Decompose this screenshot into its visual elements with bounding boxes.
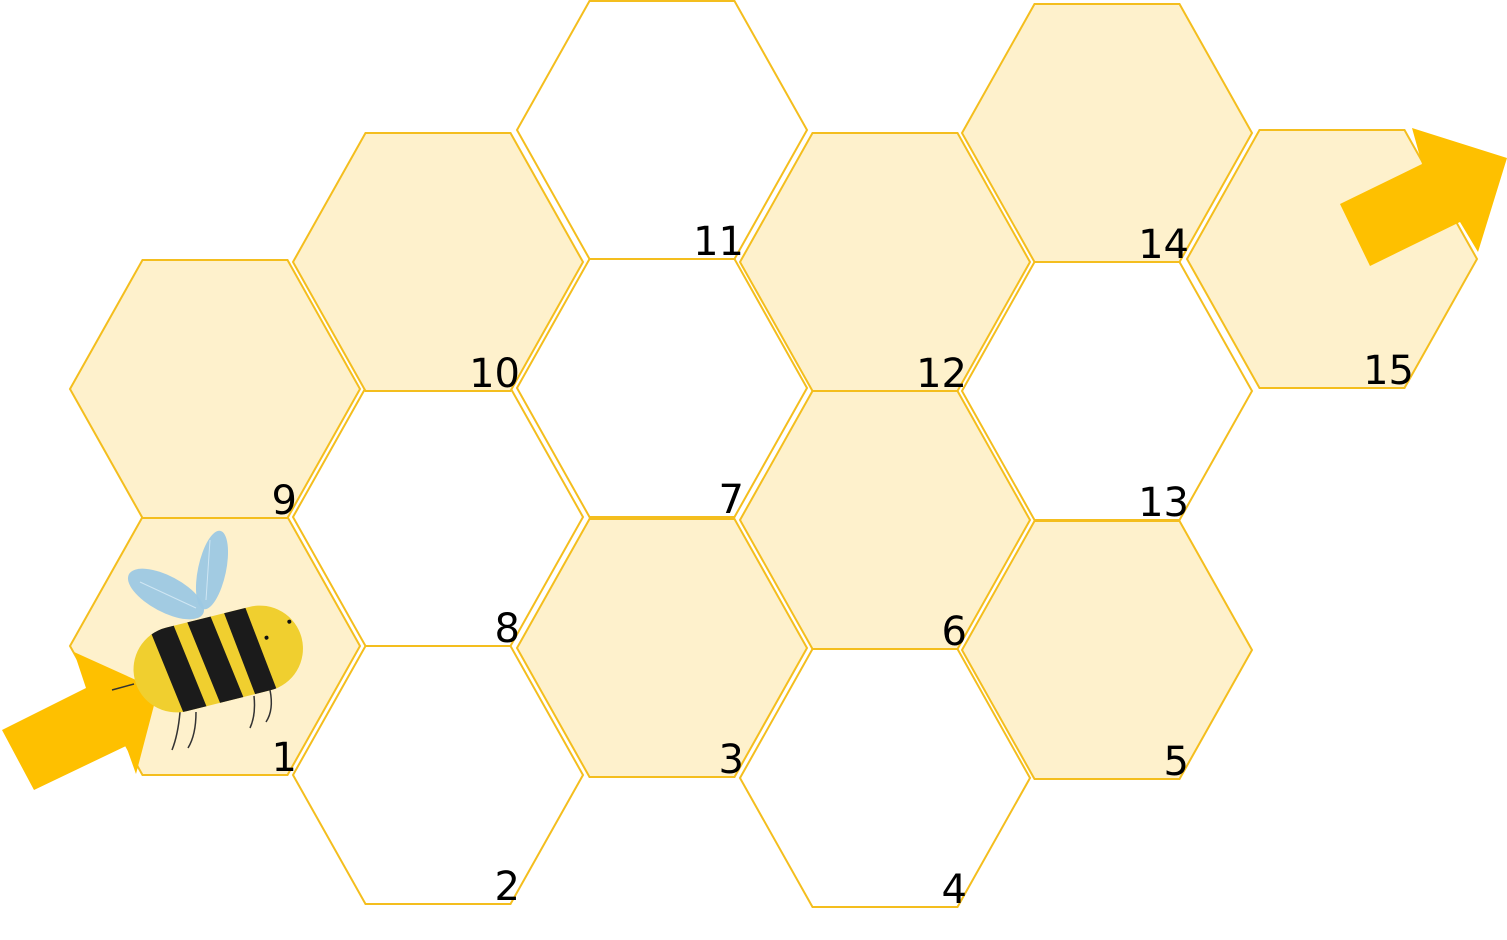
cell-number: 10 — [469, 351, 520, 397]
hex-cell-14[interactable]: 14 — [960, 3, 1254, 268]
cell-number: 1 — [272, 735, 297, 781]
hex-cell-2[interactable]: 2 — [291, 645, 585, 910]
hex-shape — [515, 518, 809, 778]
cell-number: 11 — [693, 219, 744, 265]
hex-shape — [960, 3, 1254, 263]
hex-cell-7[interactable]: 7 — [515, 258, 809, 523]
bee-icon[interactable] — [111, 528, 314, 751]
bee-wing-front-icon — [195, 530, 229, 610]
cell-number: 2 — [495, 864, 520, 910]
hex-cell-3[interactable]: 3 — [515, 518, 809, 783]
cell-number: 12 — [916, 351, 967, 397]
hex-shape — [738, 132, 1032, 392]
cell-number: 13 — [1138, 480, 1189, 526]
finish-arrow-icon — [1340, 128, 1507, 266]
bee-wing-back-icon — [127, 568, 205, 620]
cell-number: 7 — [719, 477, 744, 523]
cell-number: 3 — [719, 737, 744, 783]
hex-cell-11[interactable]: 11 — [515, 0, 809, 265]
cell-number: 15 — [1363, 348, 1414, 394]
hex-shape — [68, 259, 362, 519]
cell-number: 8 — [495, 606, 520, 652]
hex-cell-13[interactable]: 13 — [960, 261, 1254, 526]
start-arrow-icon — [2, 652, 158, 790]
cell-number: 14 — [1138, 222, 1189, 268]
bee-body-icon — [133, 602, 303, 718]
hex-shape — [291, 132, 585, 392]
bee-legs-icon — [111, 683, 273, 751]
hex-cell-10[interactable]: 10 — [291, 132, 585, 397]
hex-cell-8[interactable]: 8 — [291, 387, 585, 652]
cell-number: 6 — [942, 609, 967, 655]
hex-cell-9[interactable]: 9 — [68, 259, 362, 524]
cell-number: 9 — [272, 478, 297, 524]
cell-number: 5 — [1164, 739, 1189, 785]
hex-cell-12[interactable]: 12 — [738, 132, 1032, 397]
hex-shape — [515, 0, 809, 260]
cell-number: 4 — [942, 867, 967, 913]
